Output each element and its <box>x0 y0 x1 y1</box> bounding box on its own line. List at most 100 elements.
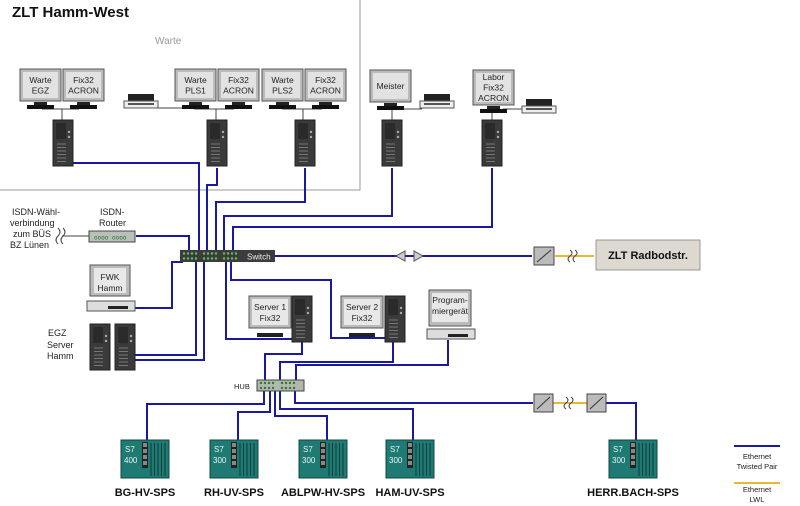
server-1[interactable]: Server 1 Fix32 <box>248 295 313 343</box>
port-led <box>292 381 296 385</box>
media-converter <box>586 393 607 413</box>
media-converter <box>533 246 555 266</box>
port-led <box>214 252 218 255</box>
port-led <box>202 252 206 255</box>
tower-pc-icon <box>294 119 316 167</box>
tower-pc-icon <box>52 119 74 167</box>
screen-label: ACRON <box>310 85 341 95</box>
port-led <box>190 252 194 255</box>
port-led <box>182 252 186 255</box>
screen-label: Warte <box>29 75 52 85</box>
workstation-meister[interactable]: Meister <box>369 69 412 167</box>
tower-pc-icon <box>381 119 403 167</box>
plc-model: S7 <box>390 445 400 454</box>
isdn-dial-connection: ISDN-Wähl- verbindung zum BÜS BZ Lünen <box>10 207 66 250</box>
tower-pc-icon <box>291 295 313 343</box>
svg-text:ISDN-Wähl-: ISDN-Wähl- <box>12 207 60 217</box>
port-led <box>214 257 218 260</box>
plc-model: 300 <box>389 456 403 465</box>
printer-icon[interactable] <box>521 99 557 114</box>
svg-text:Hamm: Hamm <box>97 283 122 293</box>
port-led <box>259 386 263 390</box>
port-led <box>271 381 275 385</box>
tower-pc-icon <box>384 295 406 343</box>
svg-text:oooo oooo: oooo oooo <box>94 235 127 242</box>
plc-model: 300 <box>213 456 227 465</box>
plc-model: S7 <box>214 445 224 454</box>
plc-model: 400 <box>124 456 138 465</box>
plc-name: HERR.BACH-SPS <box>587 487 679 499</box>
server-2[interactable]: Server 2 Fix32 <box>340 295 406 343</box>
screen-label: ACRON <box>223 85 254 95</box>
port-led <box>292 386 296 390</box>
plc-model: 300 <box>302 456 316 465</box>
screen-label: Fix32 <box>228 75 249 85</box>
screen-label: ACRON <box>478 93 509 103</box>
room-boundary <box>0 0 361 191</box>
port-led <box>206 252 210 255</box>
port-led <box>271 386 275 390</box>
screen-label: Fix32 <box>483 83 504 93</box>
screen-label: ACRON <box>68 85 99 95</box>
port-led <box>210 252 214 255</box>
room-label: Warte <box>155 36 182 47</box>
port-led <box>234 252 238 255</box>
screen-label: Fix32 <box>73 75 94 85</box>
svg-text:Ethernet: Ethernet <box>743 485 772 494</box>
screen-label: EGZ <box>32 85 49 95</box>
svg-text:verbindung: verbindung <box>10 218 55 228</box>
svg-text:miergerät: miergerät <box>432 306 469 316</box>
plc-model: S7 <box>125 445 135 454</box>
fibre-break-icon <box>567 249 578 263</box>
port-led <box>267 386 271 390</box>
port-led <box>263 381 267 385</box>
svg-text:Fix32: Fix32 <box>352 313 373 323</box>
network-switch[interactable]: Switch <box>180 250 275 262</box>
svg-text:HUB: HUB <box>234 382 250 391</box>
svg-text:ISDN-: ISDN- <box>100 207 125 217</box>
printer-icon[interactable] <box>123 94 159 109</box>
port-led <box>230 257 234 260</box>
screen-label: PLS1 <box>185 85 206 95</box>
port-led <box>210 257 214 260</box>
remote-site-zlt-radbodstr[interactable]: ZLT Radbodstr. <box>595 239 701 271</box>
egz-server-hamm[interactable]: EGZ Server Hamm <box>47 323 136 371</box>
screen-label: PLS2 <box>272 85 293 95</box>
svg-text:Hamm: Hamm <box>47 351 74 361</box>
plc-model: S7 <box>613 445 623 454</box>
isdn-router[interactable]: ISDN- Router oooo oooo <box>88 207 136 243</box>
port-led <box>259 381 263 385</box>
svg-text:ZLT Radbodstr.: ZLT Radbodstr. <box>608 250 688 262</box>
diagram-title: ZLT Hamm-West <box>12 4 129 21</box>
printer-icon[interactable] <box>419 94 455 109</box>
port-led <box>288 381 292 385</box>
tower-pc-icon <box>114 323 136 371</box>
network-hub[interactable]: HUB <box>234 379 305 392</box>
svg-text:Twisted Pair: Twisted Pair <box>737 462 778 471</box>
plc-name: ABLPW-HV-SPS <box>281 487 365 499</box>
fwk-hamm-computer[interactable]: FWK Hamm <box>86 264 136 312</box>
twisted-pair-cables <box>73 162 637 440</box>
svg-text:Server: Server <box>47 340 74 350</box>
programming-device[interactable]: Program- miergerät <box>426 289 476 340</box>
svg-text:Fix32: Fix32 <box>260 313 281 323</box>
port-led <box>186 252 190 255</box>
svg-text:Router: Router <box>99 218 126 228</box>
svg-text:Program-: Program- <box>432 295 468 305</box>
plc-model: S7 <box>303 445 313 454</box>
port-led <box>222 257 226 260</box>
screen-label: Labor <box>483 72 505 82</box>
port-led <box>206 257 210 260</box>
svg-text:zum BÜS: zum BÜS <box>13 229 51 239</box>
svg-text:Server 1: Server 1 <box>254 302 286 312</box>
